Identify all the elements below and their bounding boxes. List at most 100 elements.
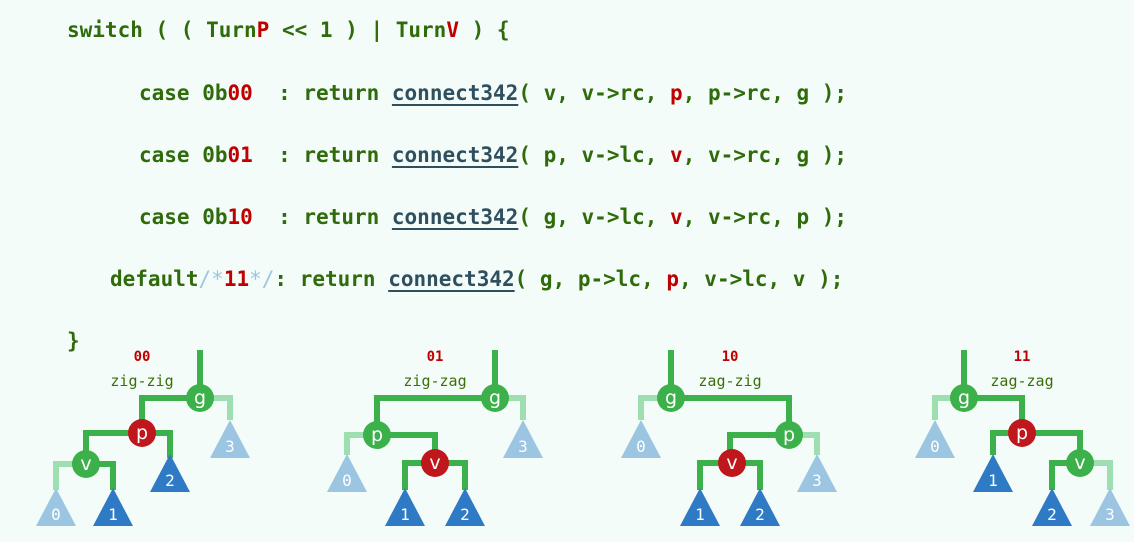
connect342-link[interactable]: connect342 bbox=[388, 267, 515, 291]
case-arg-highlight: p bbox=[670, 81, 683, 105]
node-p-label: p bbox=[136, 422, 148, 444]
case-arg-highlight: v bbox=[670, 205, 683, 229]
switch-line: switch ( ( TurnP << 1 ) | TurnV ) { bbox=[67, 15, 510, 45]
case-bits: 00 bbox=[227, 81, 253, 105]
subtree-2-triangle bbox=[740, 488, 780, 526]
case-args-close: , v->lc, v ); bbox=[679, 267, 844, 291]
case-return: : return bbox=[252, 143, 392, 167]
closing-brace: } bbox=[67, 329, 80, 353]
case-bits: 11 bbox=[223, 267, 250, 291]
case-args-close: , v->rc, p ); bbox=[682, 205, 848, 229]
node-g-circle bbox=[481, 384, 509, 412]
default-line-11: default/*11*/: return connect342( g, p->… bbox=[110, 264, 843, 294]
subtree-1-triangle bbox=[385, 488, 425, 526]
case-code-label: 10 bbox=[722, 349, 739, 365]
edge-g-p bbox=[671, 395, 792, 435]
turn-v-letter: V bbox=[446, 18, 459, 42]
edge-g-p bbox=[374, 395, 495, 435]
case-args-open: ( p, v->lc, bbox=[518, 143, 671, 167]
node-g-label: g bbox=[194, 387, 206, 409]
subtree-2-label: 2 bbox=[755, 505, 765, 524]
subtree-3-triangle bbox=[210, 420, 250, 458]
node-g-circle bbox=[950, 384, 978, 412]
switch-end: ) { bbox=[458, 18, 510, 42]
node-v-circle bbox=[718, 449, 746, 477]
connect342-link[interactable]: connect342 bbox=[391, 81, 519, 105]
node-p-label: p bbox=[783, 424, 795, 446]
subtree-0-label: 0 bbox=[51, 505, 61, 524]
node-g-label: g bbox=[665, 387, 677, 409]
node-p-circle bbox=[363, 421, 391, 449]
code-block: switch ( ( TurnP << 1 ) | TurnV ) { case… bbox=[0, 0, 847, 353]
subtree-0-triangle bbox=[36, 488, 76, 526]
case-args-close: , v->rc, g ); bbox=[682, 143, 848, 167]
subtree-2-label: 2 bbox=[1047, 505, 1057, 524]
case-name-label: zig-zag bbox=[403, 372, 466, 390]
case-args-open: ( g, v->lc, bbox=[518, 205, 671, 229]
node-v-circle bbox=[421, 449, 449, 477]
case-return: : return bbox=[274, 267, 389, 291]
subtree-3-triangle bbox=[503, 420, 543, 458]
case-line-00: case 0b00 : return connect342( v, v->rc,… bbox=[139, 78, 847, 108]
case-args-open: ( g, p->lc, bbox=[514, 267, 667, 291]
node-v-label: v bbox=[1074, 452, 1085, 474]
case-return: : return bbox=[252, 81, 392, 105]
subtree-1-label: 1 bbox=[108, 505, 118, 524]
node-p-circle bbox=[1008, 419, 1036, 447]
case-kw: case 0b bbox=[139, 205, 228, 229]
node-v-circle bbox=[72, 450, 100, 478]
case-return: : return bbox=[252, 205, 392, 229]
subtree-1-label: 1 bbox=[695, 505, 705, 524]
subtree-2-triangle bbox=[150, 454, 190, 492]
case-name-label: zag-zag bbox=[990, 372, 1053, 390]
subtree-3-label: 3 bbox=[1105, 505, 1115, 524]
case-args-close: , p->rc, g ); bbox=[682, 81, 848, 105]
node-g-label: g bbox=[958, 387, 970, 409]
subtree-3-label: 3 bbox=[518, 437, 528, 456]
case-kw: case 0b bbox=[139, 143, 228, 167]
node-p-label: p bbox=[371, 424, 383, 446]
connect342-link[interactable]: connect342 bbox=[391, 143, 519, 167]
default-kw: default bbox=[110, 267, 199, 291]
subtree-2-label: 2 bbox=[460, 505, 470, 524]
case-bits: 01 bbox=[227, 143, 253, 167]
case-name-label: zag-zig bbox=[698, 372, 761, 390]
connect342-link[interactable]: connect342 bbox=[391, 205, 519, 229]
case-line-01: case 0b01 : return connect342( p, v->lc,… bbox=[139, 140, 847, 170]
case-arg-highlight: p bbox=[666, 267, 680, 291]
node-v-circle bbox=[1066, 449, 1094, 477]
subtree-1-label: 1 bbox=[400, 505, 410, 524]
case-code-label: 11 bbox=[1014, 349, 1031, 365]
subtree-1-label: 1 bbox=[988, 471, 998, 490]
comment-open: /* bbox=[198, 267, 224, 291]
case-code-label: 00 bbox=[134, 349, 151, 365]
case-name-label: zig-zig bbox=[110, 372, 173, 390]
switch-mid: << 1 ) | Turn bbox=[269, 18, 447, 42]
node-p-label: p bbox=[1016, 422, 1028, 444]
node-p-circle bbox=[128, 419, 156, 447]
subtree-0-triangle bbox=[621, 420, 661, 458]
comment-close: */ bbox=[249, 267, 275, 291]
node-g-circle bbox=[186, 384, 214, 412]
subtree-0-triangle bbox=[915, 420, 955, 458]
subtree-3-label: 3 bbox=[225, 437, 235, 456]
turn-p-letter: P bbox=[256, 18, 270, 42]
case-args-open: ( v, v->rc, bbox=[518, 81, 671, 105]
node-v-label: v bbox=[429, 452, 440, 474]
subtree-1-triangle bbox=[973, 454, 1013, 492]
subtree-1-triangle bbox=[680, 488, 720, 526]
subtree-0-label: 0 bbox=[636, 437, 646, 456]
subtree-3-triangle bbox=[1090, 488, 1130, 526]
subtree-0-label: 0 bbox=[342, 471, 352, 490]
switch-text: switch ( ( Turn bbox=[67, 18, 257, 42]
case-kw: case 0b bbox=[139, 81, 228, 105]
node-p-circle bbox=[775, 421, 803, 449]
subtree-0-label: 0 bbox=[930, 437, 940, 456]
subtree-2-label: 2 bbox=[165, 471, 175, 490]
node-v-label: v bbox=[80, 453, 91, 475]
node-g-circle bbox=[657, 384, 685, 412]
subtree-3-label: 3 bbox=[812, 471, 822, 490]
node-v-label: v bbox=[726, 452, 737, 474]
node-g-label: g bbox=[489, 387, 501, 409]
